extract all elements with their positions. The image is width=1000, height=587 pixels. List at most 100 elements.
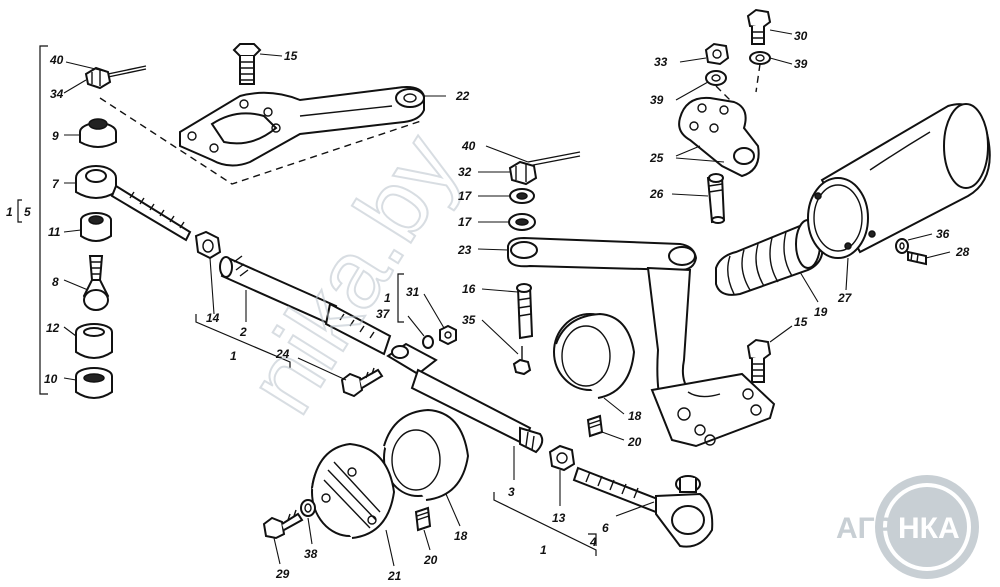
bracket-4 bbox=[588, 533, 597, 546]
pin-26 bbox=[706, 173, 726, 224]
callout-1b: 1 bbox=[230, 349, 237, 363]
logo-text-right: НКА bbox=[898, 512, 960, 545]
callout-4: 4 bbox=[589, 535, 597, 549]
callout-1d: 1 bbox=[540, 543, 547, 557]
assembly-dashed-line bbox=[99, 97, 425, 185]
logo-text-left: АГРО bbox=[836, 512, 918, 545]
callout-2: 2 bbox=[239, 325, 247, 339]
callout-3: 3 bbox=[508, 485, 515, 499]
callout-35: 35 bbox=[462, 313, 476, 327]
bushing-20a bbox=[586, 414, 604, 438]
bushing-12 bbox=[75, 323, 113, 359]
nut-14 bbox=[194, 230, 222, 260]
pivot-arm-23 bbox=[507, 236, 776, 448]
bolt-15-top bbox=[232, 43, 262, 85]
shaft-2 bbox=[219, 255, 392, 356]
callout-20b: 20 bbox=[423, 553, 438, 567]
nut-31 bbox=[439, 324, 457, 346]
bracket-1b bbox=[195, 314, 291, 368]
washer-17a bbox=[509, 188, 535, 204]
callout-36: 36 bbox=[936, 227, 950, 241]
bolt-29 bbox=[262, 509, 304, 540]
callout-12: 12 bbox=[46, 321, 60, 335]
callout-25: 25 bbox=[649, 151, 664, 165]
dashed-leader-right bbox=[715, 63, 761, 101]
agronika-logo: АГРО НКА bbox=[836, 475, 979, 579]
callout-27: 27 bbox=[837, 291, 853, 305]
castle-nut-34 bbox=[84, 66, 112, 90]
callout-15b: 15 bbox=[794, 315, 808, 329]
callout-28: 28 bbox=[955, 245, 970, 259]
bracket-25 bbox=[678, 96, 760, 178]
callout-30: 30 bbox=[794, 29, 808, 43]
bracket-1d bbox=[493, 492, 597, 556]
callout-8: 8 bbox=[52, 275, 59, 289]
callout-26: 26 bbox=[649, 187, 664, 201]
shaft-3 bbox=[386, 342, 544, 454]
callout-32: 32 bbox=[458, 165, 472, 179]
tie-rod-end-7 bbox=[75, 165, 192, 242]
callout-39a: 39 bbox=[794, 57, 808, 71]
bushing-18a bbox=[553, 312, 636, 399]
pin-16 bbox=[516, 283, 534, 340]
washer-36 bbox=[895, 238, 909, 254]
callout-13: 13 bbox=[552, 511, 566, 525]
callout-17b: 17 bbox=[458, 215, 473, 229]
bushing-18b bbox=[383, 408, 470, 501]
boot-19 bbox=[715, 219, 824, 296]
callout-20a: 20 bbox=[627, 435, 642, 449]
callout-labels: 40 34 9 7 5 1 11 8 12 10 15 22 1 4 2 1 24… bbox=[6, 29, 970, 583]
callout-24: 24 bbox=[275, 347, 290, 361]
washer-37 bbox=[422, 335, 434, 349]
cotter-pin-40b bbox=[527, 151, 581, 167]
callout-22: 22 bbox=[455, 89, 470, 103]
callout-19: 19 bbox=[814, 305, 828, 319]
tie-rod-6 bbox=[572, 466, 714, 548]
callout-16: 16 bbox=[462, 282, 476, 296]
callout-5: 5 bbox=[24, 205, 31, 219]
bracket-1c bbox=[397, 273, 404, 323]
callout-21: 21 bbox=[387, 569, 402, 583]
bushing-20b bbox=[414, 506, 432, 532]
washer-39b bbox=[749, 51, 771, 65]
ball-pin-8 bbox=[82, 255, 110, 311]
bushing-11 bbox=[80, 212, 112, 242]
bolt-35 bbox=[512, 346, 532, 376]
callout-34: 34 bbox=[50, 87, 64, 101]
callout-40a: 40 bbox=[49, 53, 64, 67]
bolt-28 bbox=[907, 250, 927, 266]
group-bracket-small bbox=[17, 199, 22, 223]
callout-31: 31 bbox=[406, 285, 420, 299]
callout-1c: 1 bbox=[384, 291, 391, 305]
callout-40b: 40 bbox=[461, 139, 476, 153]
bracket-22 bbox=[179, 86, 425, 167]
callout-10: 10 bbox=[44, 372, 58, 386]
washer-39a bbox=[705, 70, 727, 86]
callout-9: 9 bbox=[52, 129, 59, 143]
callout-7: 7 bbox=[52, 177, 60, 191]
bolt-24 bbox=[340, 367, 384, 398]
callout-15a: 15 bbox=[284, 49, 298, 63]
castle-nut-32 bbox=[508, 160, 538, 186]
nut-13 bbox=[548, 444, 576, 472]
bolt-30 bbox=[746, 8, 772, 45]
callout-39b: 39 bbox=[650, 93, 664, 107]
washer-38 bbox=[300, 499, 316, 517]
cotter-pin-40 bbox=[107, 65, 147, 78]
bolt-15-right bbox=[746, 338, 772, 383]
callout-29: 29 bbox=[275, 567, 290, 581]
bushing-9 bbox=[79, 118, 117, 148]
callout-1a: 1 bbox=[6, 205, 13, 219]
callout-38: 38 bbox=[304, 547, 318, 561]
group-bracket bbox=[39, 45, 48, 395]
ball-joint-stack bbox=[17, 45, 192, 399]
nut-33 bbox=[704, 42, 730, 66]
callout-11: 11 bbox=[48, 225, 61, 239]
cap-10 bbox=[75, 367, 113, 399]
callout-23: 23 bbox=[457, 243, 472, 257]
callout-17a: 17 bbox=[458, 189, 473, 203]
washer-17b bbox=[508, 213, 536, 231]
callout-6: 6 bbox=[602, 521, 609, 535]
